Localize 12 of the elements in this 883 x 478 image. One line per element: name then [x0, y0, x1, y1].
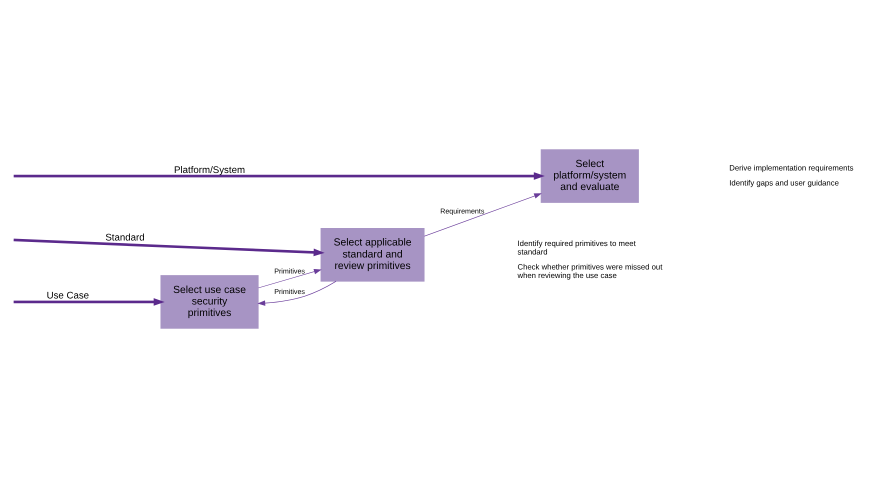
- arrow: [258, 269, 322, 288]
- edge-label: Platform/System: [174, 164, 246, 176]
- edge-label: Use Case: [46, 290, 90, 302]
- node-box: Select use case security primitives: [160, 275, 259, 329]
- arrow: [257, 281, 336, 306]
- arrow: [424, 193, 542, 236]
- arrow: [14, 238, 325, 256]
- arrow: [14, 172, 545, 180]
- arrow: [14, 298, 165, 306]
- node-box: Select applicable standard and review primitives: [320, 228, 425, 282]
- node-box: Select platform/system and evaluate: [540, 149, 639, 203]
- edge-label: Standard: [105, 232, 145, 244]
